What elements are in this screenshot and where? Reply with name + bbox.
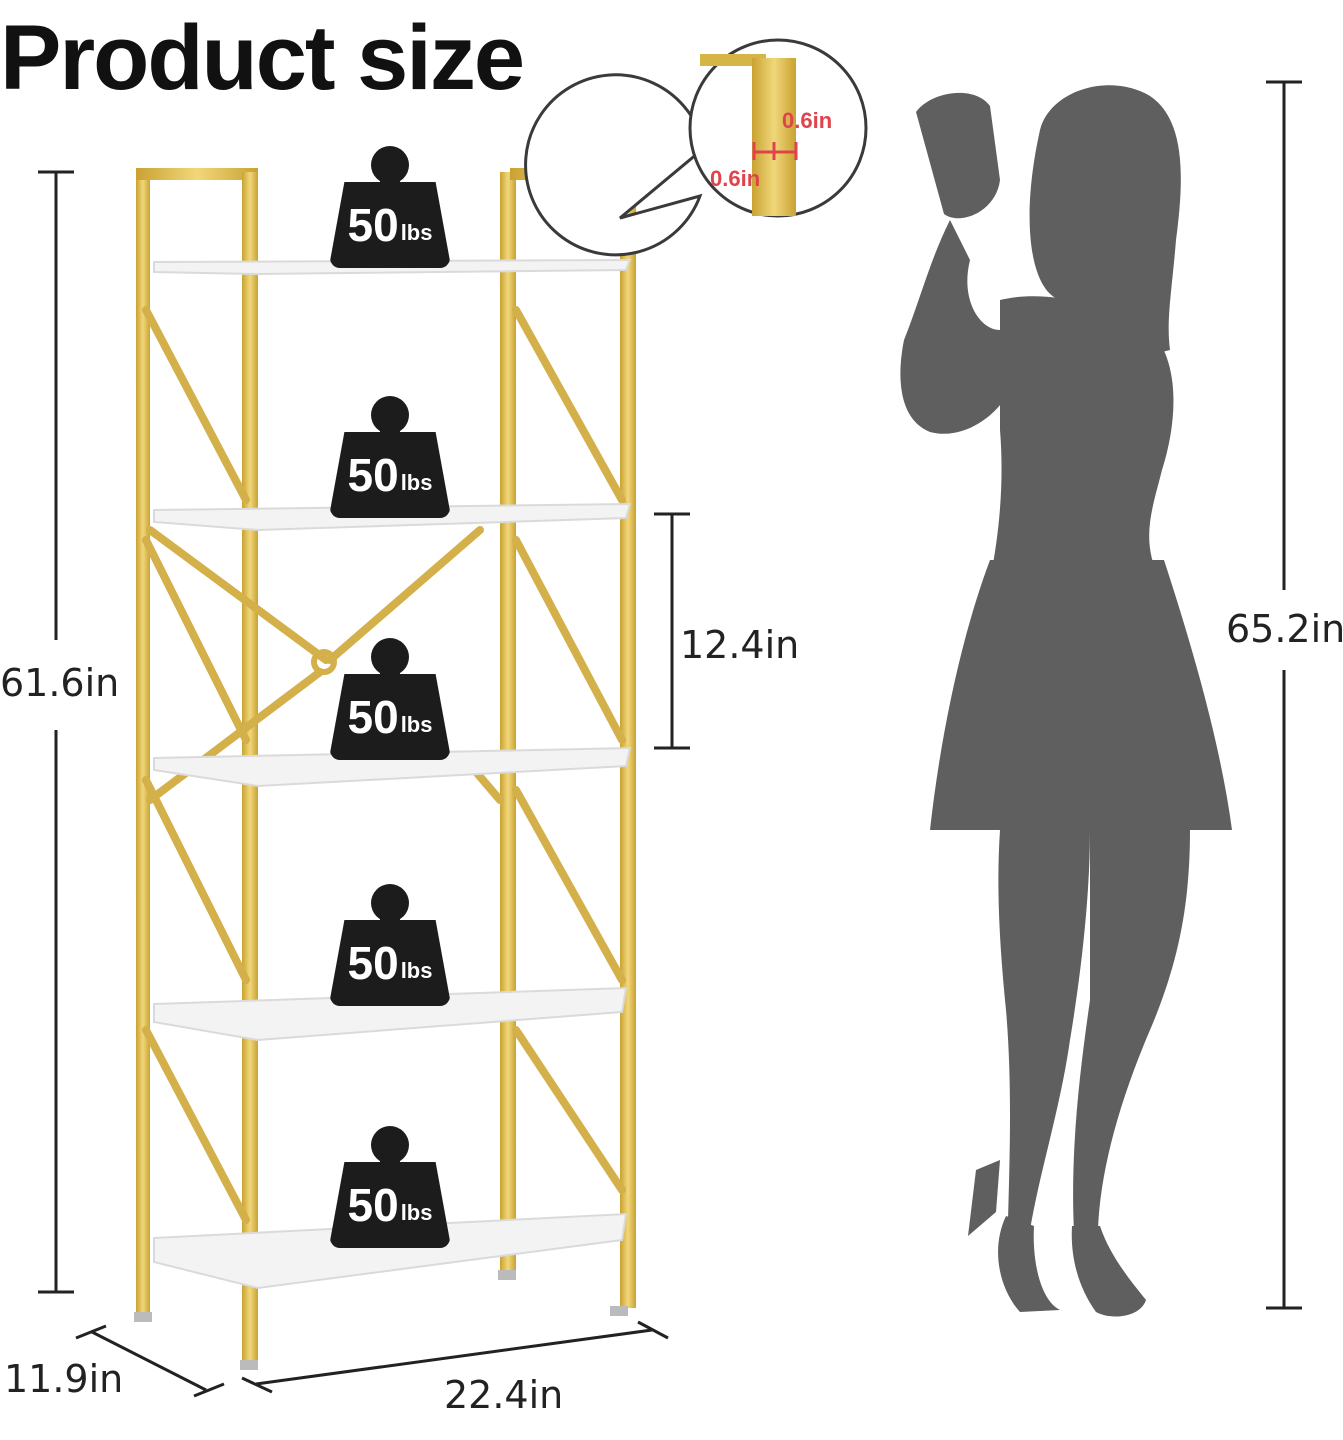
width-label: 22.4in <box>444 1373 564 1417</box>
load-value: 50 <box>347 691 399 743</box>
shelf-4 <box>153 986 628 1042</box>
back-right-post <box>500 172 516 1272</box>
height-dimension-line <box>38 170 74 1294</box>
back-left-post <box>136 172 150 1312</box>
tube-detail-callout <box>524 38 868 257</box>
load-value: 50 <box>347 449 399 501</box>
shelf-gap-dimension-line <box>654 512 690 750</box>
load-value: 50 <box>347 199 399 251</box>
load-value: 50 <box>347 1179 399 1231</box>
front-right-post <box>620 172 636 1308</box>
load-unit: lbs <box>400 470 433 495</box>
shelf-gap-label: 12.4in <box>680 623 800 667</box>
load-unit: lbs <box>400 1200 433 1225</box>
load-unit: lbs <box>400 712 433 737</box>
load-value: 50 <box>347 937 399 989</box>
shelves <box>153 258 632 1290</box>
depth-label: 11.9in <box>4 1357 124 1401</box>
tube-thickness-label-b: 0.6in <box>710 166 761 191</box>
page-title: Product size <box>0 7 525 109</box>
person-height-dimension-line <box>1266 80 1302 1310</box>
load-unit: lbs <box>400 220 433 245</box>
shelf-5 <box>153 1212 628 1290</box>
person-height-label: 65.2in <box>1226 607 1343 651</box>
brace-ring <box>311 649 337 675</box>
person-silhouette <box>900 85 1232 1317</box>
width-dimension-line <box>241 1320 669 1394</box>
depth-dimension-line <box>75 1324 225 1398</box>
top-left-frame <box>136 168 258 180</box>
feet <box>134 1270 628 1370</box>
height-label: 61.6in <box>0 661 120 705</box>
tube-thickness-label-a: 0.6in <box>782 108 833 133</box>
cross-braces <box>142 306 626 1224</box>
load-unit: lbs <box>400 958 433 983</box>
shelf-3 <box>153 746 632 788</box>
